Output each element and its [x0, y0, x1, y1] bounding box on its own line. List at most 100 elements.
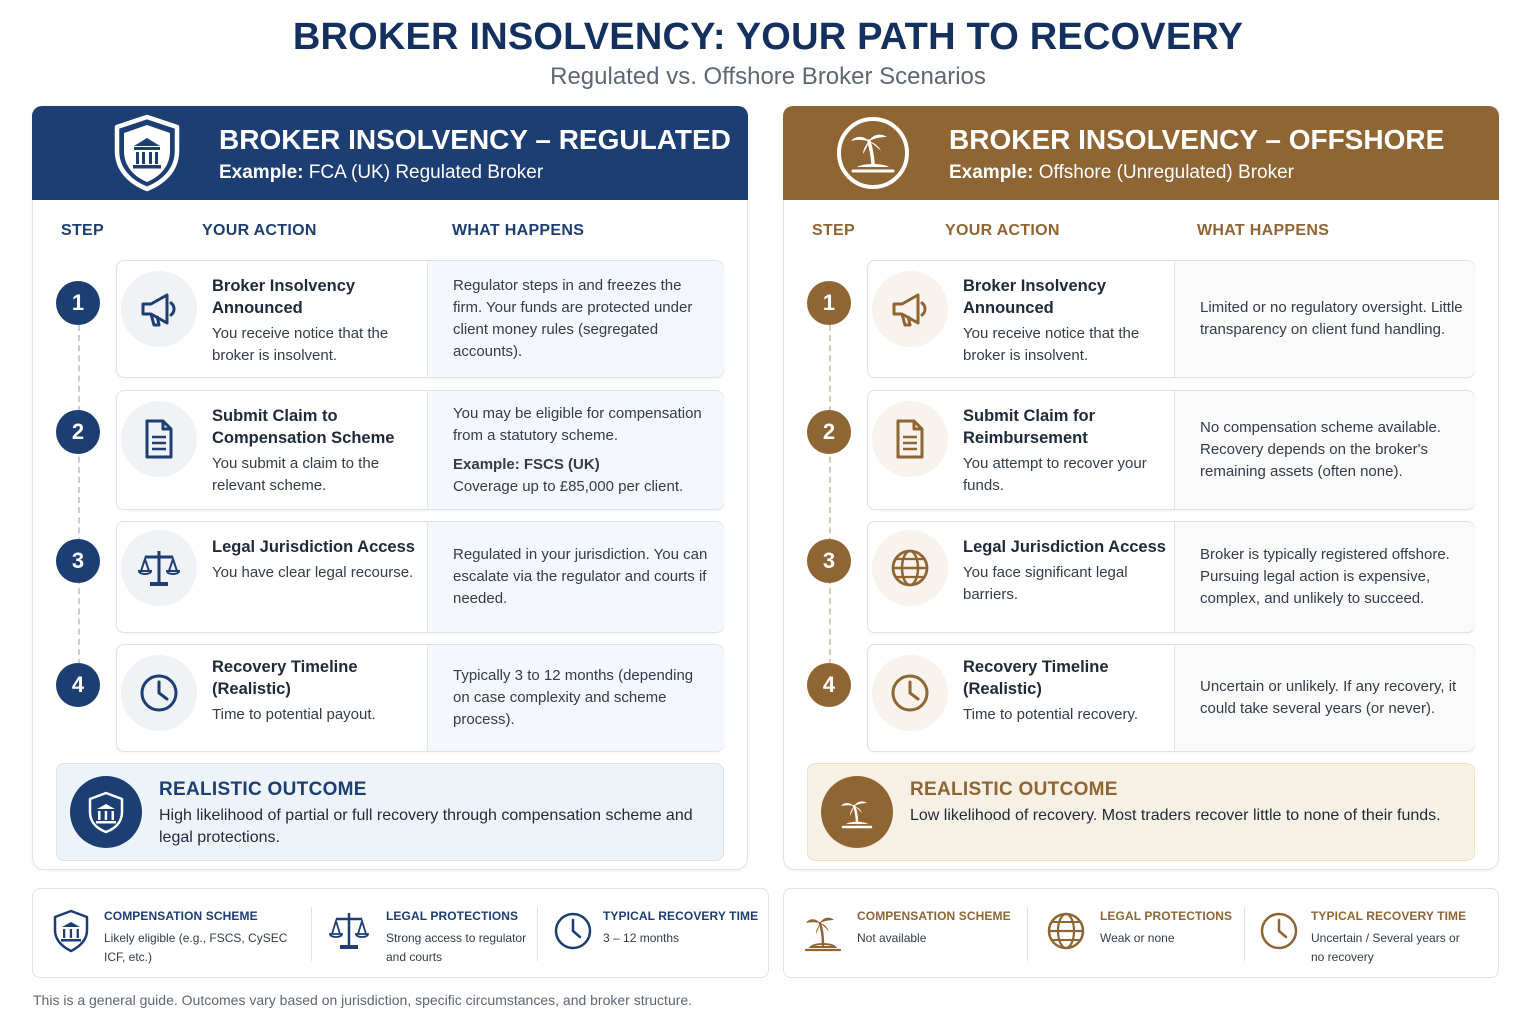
megaphone-icon [121, 271, 197, 347]
summary-text: Likely eligible (e.g., FSCS, CySEC ICF, … [104, 931, 288, 964]
megaphone-icon [872, 271, 948, 347]
step-timeline [829, 325, 831, 665]
clock-icon [1260, 912, 1298, 950]
summary-title: COMPENSATION SCHEME [104, 909, 258, 923]
summary-item: LEGAL PROTECTIONS Weak or none [1028, 889, 1244, 979]
realistic-outcome-box: REALISTIC OUTCOME High likelihood of par… [56, 763, 724, 861]
result-block: Regulator steps in and freezes the firm.… [427, 261, 724, 377]
action-title: Submit Claim to Compensation Scheme [212, 407, 395, 447]
regulated-example: Example: FCA (UK) Regulated Broker [219, 162, 544, 183]
action-block: Submit Claim to Compensation Scheme You … [212, 405, 422, 497]
bank-shield-icon [53, 909, 89, 953]
column-header-action: YOUR ACTION [945, 222, 1060, 239]
action-block: Broker Insolvency Announced You receive … [212, 275, 422, 367]
step-card: Recovery Timeline (Realistic) Time to po… [867, 644, 1475, 752]
step-card: Recovery Timeline (Realistic) Time to po… [116, 644, 724, 752]
result-example: Example: FSCS (UK) Coverage up to £85,000… [453, 454, 712, 498]
result-text: Limited or no regulatory oversight. Litt… [1200, 299, 1463, 338]
palm-island-icon [821, 776, 893, 848]
outcome-title: REALISTIC OUTCOME [910, 779, 1118, 800]
action-title: Broker Insolvency Announced [212, 277, 356, 317]
summary-item: LEGAL PROTECTIONS Strong access to regul… [313, 889, 537, 979]
action-block: Recovery Timeline (Realistic) Time to po… [963, 656, 1173, 726]
action-description: You submit a claim to the relevant schem… [212, 455, 380, 494]
summary-text: Weak or none [1100, 931, 1175, 945]
action-description: You attempt to recover your funds. [963, 455, 1147, 494]
divider [1027, 907, 1028, 961]
result-block: No compensation scheme available. Recove… [1174, 391, 1475, 509]
result-block: Regulated in your jurisdiction. You can … [427, 522, 724, 632]
step-card: Submit Claim for Reimbursement You attem… [867, 390, 1475, 510]
column-header-step: STEP [61, 222, 104, 239]
document-icon [872, 401, 948, 477]
regulated-panel-header: BROKER INSOLVENCY – REGULATED Example: F… [32, 106, 748, 200]
summary-text: Uncertain / Several years or no recovery [1311, 931, 1460, 964]
result-block: Broker is typically registered offshore.… [1174, 522, 1475, 632]
footnote: This is a general guide. Outcomes vary b… [33, 992, 693, 1008]
summary-title: TYPICAL RECOVERY TIME [1311, 909, 1467, 923]
result-text: Regulator steps in and freezes the firm.… [453, 277, 693, 360]
action-title: Recovery Timeline (Realistic) [963, 658, 1109, 698]
offshore-summary-bar: COMPENSATION SCHEME Not available LEGAL … [783, 888, 1499, 978]
column-header-step: STEP [812, 222, 855, 239]
globe-icon [1047, 912, 1085, 950]
document-icon [121, 401, 197, 477]
step-timeline [78, 325, 80, 665]
step-card: Submit Claim to Compensation Scheme You … [116, 390, 724, 510]
summary-title: LEGAL PROTECTIONS [1100, 909, 1233, 923]
step-number: 2 [56, 410, 100, 454]
action-description: You face significant legal barriers. [963, 564, 1128, 603]
clock-icon [554, 912, 592, 950]
step-number: 4 [56, 663, 100, 707]
result-block: Limited or no regulatory oversight. Litt… [1174, 261, 1475, 377]
action-description: Time to potential payout. [212, 706, 376, 723]
step-card: Legal Jurisdiction Access You have clear… [116, 521, 724, 633]
bank-shield-icon [70, 776, 142, 848]
result-text: Typically 3 to 12 months (depending on c… [453, 667, 694, 728]
palm-island-icon [837, 117, 909, 189]
step-number: 1 [56, 281, 100, 325]
summary-item: TYPICAL RECOVERY TIME 3 – 12 months [539, 889, 769, 979]
column-header-result: WHAT HAPPENS [452, 222, 585, 239]
action-description: You have clear legal recourse. [212, 564, 414, 581]
step-card: Broker Insolvency Announced You receive … [867, 260, 1475, 378]
clock-icon [121, 655, 197, 731]
action-block: Legal Jurisdiction Access You have clear… [212, 536, 422, 584]
result-example-label: Example: FSCS (UK) [453, 455, 600, 473]
step-card: Broker Insolvency Announced You receive … [116, 260, 724, 378]
result-block: You may be eligible for compensation fro… [427, 391, 724, 509]
action-description: Time to potential recovery. [963, 706, 1139, 723]
result-example-detail: Coverage up to £85,000 per client. [453, 477, 684, 495]
result-text: You may be eligible for compensation fro… [453, 404, 702, 444]
action-block: Legal Jurisdiction Access You face signi… [963, 536, 1173, 606]
action-title: Legal Jurisdiction Access [212, 538, 415, 556]
summary-title: LEGAL PROTECTIONS [386, 909, 519, 923]
step-number: 3 [56, 539, 100, 583]
result-block: Uncertain or unlikely. If any recovery, … [1174, 645, 1475, 751]
action-block: Recovery Timeline (Realistic) Time to po… [212, 656, 422, 726]
action-description: You receive notice that the broker is in… [212, 325, 389, 364]
step-number: 2 [807, 410, 851, 454]
summary-title: COMPENSATION SCHEME [857, 909, 1011, 923]
summary-item: COMPENSATION SCHEME Not available [784, 889, 1026, 979]
realistic-outcome-box: REALISTIC OUTCOME Low likelihood of reco… [807, 763, 1475, 861]
clock-icon [872, 655, 948, 731]
result-text: Uncertain or unlikely. If any recovery, … [1200, 678, 1457, 717]
result-text: Regulated in your jurisdiction. You can … [453, 546, 708, 607]
column-header-result: WHAT HAPPENS [1197, 222, 1330, 239]
column-header-action: YOUR ACTION [202, 222, 317, 239]
step-number: 3 [807, 539, 851, 583]
regulated-title: BROKER INSOLVENCY – REGULATED [219, 124, 731, 155]
offshore-title: BROKER INSOLVENCY – OFFSHORE [949, 124, 1445, 155]
result-block: Typically 3 to 12 months (depending on c… [427, 645, 724, 751]
step-number: 4 [807, 663, 851, 707]
page-title: BROKER INSOLVENCY: YOUR PATH TO RECOVERY [292, 16, 1244, 58]
outcome-text: High likelihood of partial or full recov… [159, 807, 693, 846]
action-block: Submit Claim for Reimbursement You attem… [963, 405, 1173, 497]
summary-item: TYPICAL RECOVERY TIME Uncertain / Severa… [1245, 889, 1499, 979]
divider [1244, 907, 1245, 961]
action-title: Legal Jurisdiction Access [963, 538, 1166, 556]
action-title: Recovery Timeline (Realistic) [212, 658, 358, 698]
result-text: No compensation scheme available. Recove… [1200, 419, 1441, 480]
action-description: You receive notice that the broker is in… [963, 325, 1140, 364]
